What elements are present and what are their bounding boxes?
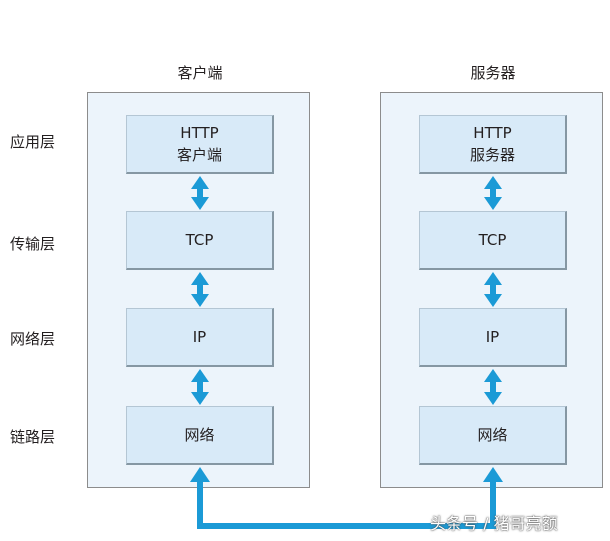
client-ip-box: IP bbox=[126, 308, 274, 367]
client-arrow-ip-network bbox=[191, 369, 209, 405]
client-arrow-http-tcp bbox=[191, 176, 209, 210]
server-network-label: 网络 bbox=[477, 426, 508, 444]
client-arrow-tcp-ip bbox=[191, 272, 209, 307]
server-ip-box: IP bbox=[419, 308, 567, 367]
client-title: 客户端 bbox=[177, 64, 223, 82]
layer-label-application: 应用层 bbox=[10, 133, 56, 151]
server-http-label: HTTP bbox=[473, 124, 512, 142]
client-link-arrowhead bbox=[190, 467, 210, 482]
server-link-arrowhead bbox=[483, 467, 503, 482]
server-arrow-tcp-ip bbox=[484, 272, 502, 307]
server-title: 服务器 bbox=[470, 64, 516, 82]
layer-label-transport: 传输层 bbox=[10, 235, 56, 253]
layer-label-link: 链路层 bbox=[10, 428, 56, 446]
layer-label-network: 网络层 bbox=[10, 330, 56, 348]
client-network-label: 网络 bbox=[184, 426, 215, 444]
server-arrow-ip-network bbox=[484, 369, 502, 405]
client-tcp-label: TCP bbox=[185, 231, 214, 249]
watermark: 头条号 / 猪哥亮额 bbox=[430, 514, 558, 533]
server-network-box: 网络 bbox=[419, 406, 567, 465]
server-http-sublabel: 服务器 bbox=[469, 146, 515, 164]
client-tcp-box: TCP bbox=[126, 211, 274, 270]
client-http-sublabel: 客户端 bbox=[176, 146, 222, 164]
server-tcp-box: TCP bbox=[419, 211, 567, 270]
client-http-box: HTTP 客户端 bbox=[126, 115, 274, 174]
server-http-box: HTTP 服务器 bbox=[419, 115, 567, 174]
physical-link-line bbox=[197, 480, 496, 529]
client-http-label: HTTP bbox=[180, 124, 219, 142]
client-network-box: 网络 bbox=[126, 406, 274, 465]
client-ip-label: IP bbox=[192, 328, 207, 346]
server-ip-label: IP bbox=[485, 328, 500, 346]
server-arrow-http-tcp bbox=[484, 176, 502, 210]
server-tcp-label: TCP bbox=[478, 231, 507, 249]
